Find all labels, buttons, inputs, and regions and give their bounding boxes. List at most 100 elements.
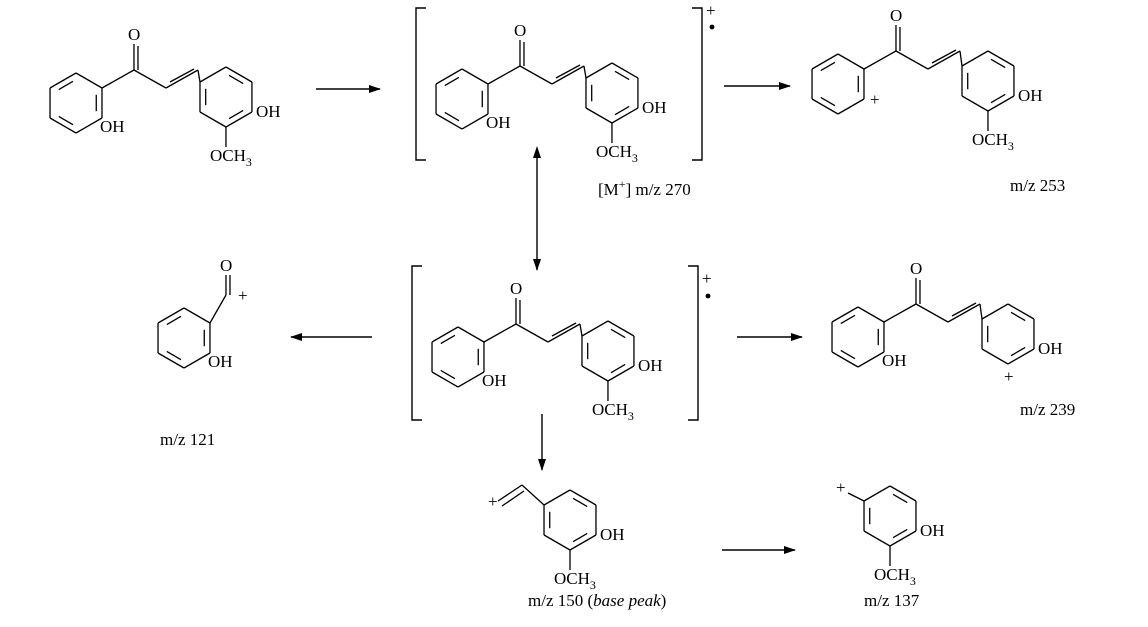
chain-bond: [101, 69, 135, 89]
ring-double-bond: [58, 115, 74, 126]
acyl-oxygen: O: [220, 256, 232, 275]
ring-bond: [831, 351, 859, 368]
ring-double-bond: [610, 328, 626, 339]
ring-bond: [889, 485, 917, 502]
cation-plus: +: [238, 286, 248, 305]
alkene-double-bond: [551, 322, 577, 337]
ring-bond: [461, 113, 489, 130]
ring-bond: [157, 352, 185, 369]
alkene-bond: [165, 69, 199, 89]
carbonyl-oxygen: O: [128, 25, 140, 44]
ring-double-bond: [444, 76, 460, 87]
ring-bond: [981, 348, 1009, 365]
vinyl-bond: [521, 484, 545, 506]
ring-double-bond: [1010, 311, 1026, 322]
left-bracket: [415, 7, 426, 161]
ring-bond: [863, 530, 891, 547]
para-hydroxyl: OH: [600, 525, 625, 544]
methoxy-label: OCH3: [592, 400, 634, 423]
ring-bond: [961, 50, 989, 67]
ring-bond: [543, 534, 571, 551]
ring-bond: [607, 365, 635, 382]
ring-bond: [811, 53, 839, 70]
alkene-double-bond: [951, 302, 977, 317]
ring-bond: [811, 98, 839, 115]
ring-bond: [585, 107, 613, 124]
ring-bond: [581, 365, 609, 382]
chain-bond: [959, 50, 963, 67]
ring-bond: [225, 111, 253, 128]
ring-bond: [581, 320, 609, 337]
chain-bond: [895, 50, 929, 70]
ring-double-bond: [840, 349, 856, 360]
ring-bond: [461, 68, 489, 85]
ring-bond: [431, 326, 459, 343]
ortho-hydroxyl: OH: [482, 371, 507, 390]
ring-double-bond: [990, 93, 1006, 104]
ring-double-bond: [892, 493, 908, 504]
vinyl-double-bond: [501, 490, 525, 507]
ring-bond: [435, 68, 463, 85]
ring-double-bond: [1010, 346, 1026, 357]
ring-bond: [857, 351, 885, 368]
left-bracket-2: [411, 265, 422, 421]
ring-bond: [585, 62, 613, 79]
ring-bond: [889, 530, 917, 547]
ring-bond: [837, 53, 865, 70]
ring-double-bond: [444, 111, 460, 122]
ring-double-bond: [166, 350, 182, 361]
chain-bond: [197, 69, 201, 83]
ring-bond: [199, 111, 227, 128]
para-hydroxyl: OH: [642, 98, 667, 117]
ring-bond: [199, 66, 227, 83]
alkene-double-bond: [169, 68, 195, 83]
ring-bond: [75, 72, 103, 89]
ring-double-bond: [440, 369, 456, 380]
radical-dot-2: [705, 293, 711, 299]
fragment-137-structure: + OH OCH3 m/z 137: [836, 478, 945, 610]
ring-double-bond: [440, 334, 456, 345]
ring-bond: [987, 95, 1015, 112]
radical-cation-plus-2: +: [702, 269, 712, 288]
ortho-hydroxyl: OH: [208, 352, 233, 371]
chain-bond: [583, 65, 587, 79]
para-hydroxyl: OH: [1018, 86, 1043, 105]
alkene-bond: [551, 65, 585, 85]
para-hydroxyl: OH: [256, 102, 281, 121]
methoxy-label: OCH3: [874, 565, 916, 588]
alkene-double-bond: [555, 64, 581, 79]
ring-bond: [543, 489, 571, 506]
para-hydroxyl: OH: [1038, 339, 1063, 358]
chain-bond: [483, 323, 517, 343]
ring-double-bond: [892, 528, 908, 539]
ring-double-bond: [840, 314, 856, 325]
molecular-ion-label: [M+] m/z 270: [598, 177, 691, 199]
label-mz-137: m/z 137: [864, 591, 920, 610]
cation-plus: +: [836, 478, 846, 497]
ring-bond: [1007, 348, 1035, 365]
ring-double-bond: [572, 497, 588, 508]
methylene-bond: [847, 492, 865, 502]
chain-bond: [515, 323, 549, 343]
ring-double-bond: [572, 532, 588, 543]
carbonyl-oxygen: O: [890, 6, 902, 25]
ring-bond: [611, 107, 639, 124]
ortho-hydroxyl: OH: [486, 113, 511, 132]
para-hydroxyl: OH: [638, 356, 663, 375]
methoxy-label: OCH3: [596, 142, 638, 165]
ring-bond: [75, 117, 103, 134]
methoxy-label: OCH3: [554, 569, 596, 592]
ring-bond: [569, 489, 597, 506]
chain-bond: [579, 323, 583, 337]
right-bracket-2: [688, 265, 699, 421]
ring-bond: [987, 50, 1015, 67]
para-hydroxyl: OH: [920, 521, 945, 540]
ring-double-bond: [614, 70, 630, 81]
ring-bond: [863, 485, 891, 502]
ring-bond: [225, 66, 253, 83]
radical-dot: [709, 24, 715, 30]
